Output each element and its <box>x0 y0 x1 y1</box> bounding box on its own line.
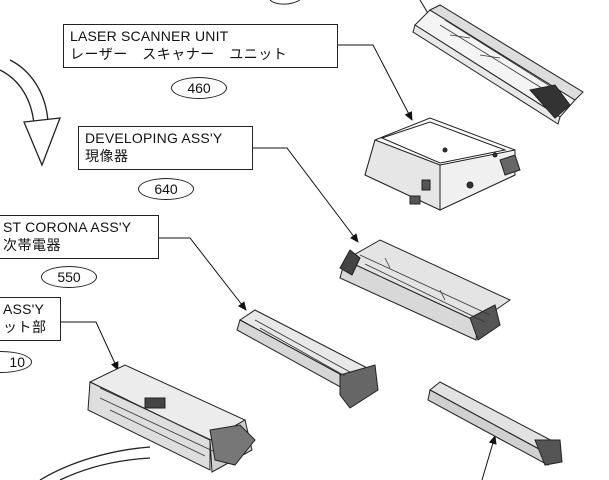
corona-assy-part <box>236 309 379 409</box>
top-long-unit-part <box>412 4 584 125</box>
label-laser-scanner-jp: レーザー スキャナー ユニット <box>70 46 288 62</box>
rail-part <box>427 381 563 466</box>
fixing-unit-part <box>87 364 256 473</box>
curved-flow-arrow-bottom <box>39 446 151 480</box>
part-number-unit: 10 <box>0 351 32 373</box>
part-number-oval-cropped <box>269 0 301 5</box>
label-laser-scanner-unit: LASER SCANNER UNIT レーザー スキャナー ユニット <box>63 24 338 68</box>
laser-scanner-part <box>364 117 521 211</box>
curved-flow-arrow-top <box>0 59 61 167</box>
part-number-laser-scanner: 460 <box>171 77 227 99</box>
label-unit-en: ASS'Y <box>3 301 45 317</box>
part-number-developing: 640 <box>138 178 194 200</box>
label-corona-assy: ST CORONA ASS'Y 次帯電器 <box>0 215 159 259</box>
leader-lines <box>60 0 497 480</box>
developing-assy-part <box>339 239 512 341</box>
label-unit-jp: ット部 <box>3 319 47 335</box>
part-number-corona: 550 <box>41 266 97 288</box>
label-laser-scanner-en: LASER SCANNER UNIT <box>70 28 229 44</box>
label-developing-assy: DEVELOPING ASS'Y 現像器 <box>78 126 253 170</box>
label-corona-jp: 次帯電器 <box>3 237 61 253</box>
label-developing-en: DEVELOPING ASS'Y <box>85 130 223 146</box>
label-unit-assy: ASS'Y ット部 <box>0 297 61 341</box>
label-corona-en: ST CORONA ASS'Y <box>3 219 132 235</box>
label-developing-jp: 現像器 <box>85 148 129 164</box>
